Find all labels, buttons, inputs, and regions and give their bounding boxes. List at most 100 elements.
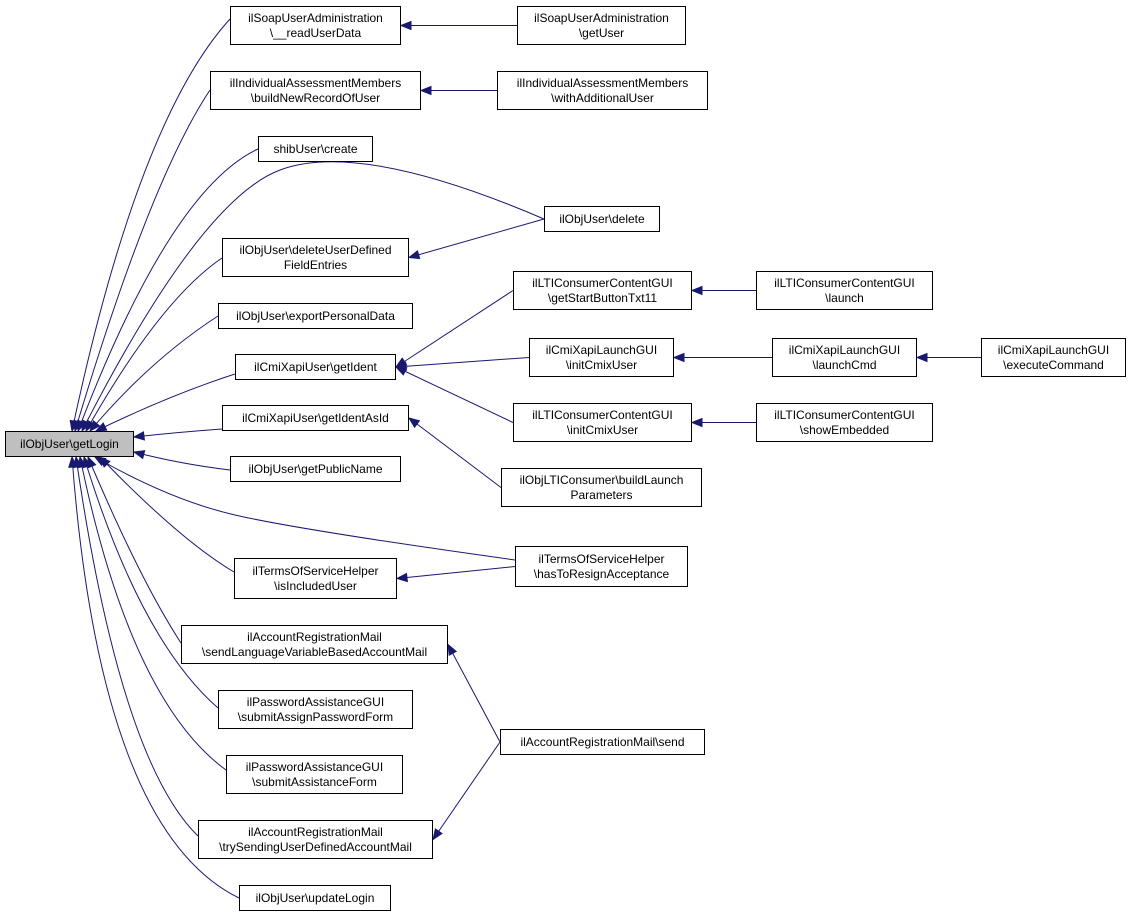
edge-line bbox=[83, 456, 219, 709]
node-label: ilPasswordAssistanceGUI bbox=[245, 759, 384, 774]
node-label: ilObjUser\getPublicName bbox=[248, 461, 383, 476]
call-edge-obj_lti_build-to-cmix_identasid bbox=[407, 417, 502, 488]
arrowhead-icon bbox=[94, 422, 108, 432]
node-obj-public[interactable]: ilObjUser\getPublicName bbox=[230, 456, 401, 482]
call-edge-obj_public-to-root bbox=[132, 450, 231, 471]
node-cmix-identasid[interactable]: ilCmiXapiUser\getIdentAsId bbox=[222, 405, 409, 431]
node-cmix-init[interactable]: ilCmiXapiLaunchGUI\initCmixUser bbox=[529, 338, 674, 377]
call-edge-cmix_init-to-cmix_getident bbox=[394, 357, 530, 372]
node-label: \showEmbedded bbox=[799, 422, 890, 437]
node-obj-update[interactable]: ilObjUser\updateLogin bbox=[239, 885, 391, 911]
arrowhead-icon bbox=[93, 456, 107, 467]
edge-line bbox=[447, 644, 501, 743]
arrowhead-icon bbox=[132, 450, 146, 460]
edge-line bbox=[87, 456, 182, 644]
node-pwd-assist[interactable]: ilPasswordAssistanceGUI\submitAssistance… bbox=[226, 755, 403, 794]
edge-line bbox=[99, 456, 235, 573]
call-edge-lti_show-to-lti_init bbox=[690, 417, 756, 428]
call-edge-arm_lang-to-root bbox=[87, 455, 182, 644]
node-label: \submitAssistanceForm bbox=[252, 774, 377, 789]
edge-line bbox=[95, 373, 236, 432]
arrowhead-icon bbox=[672, 352, 685, 363]
node-label: ilLTIConsumerContentGUI bbox=[774, 275, 915, 290]
node-iam-with[interactable]: ilIndividualAssessmentMembers\withAdditi… bbox=[497, 71, 708, 110]
node-label: \__readUserData bbox=[269, 25, 362, 40]
call-edge-iam_with-to-iam_build bbox=[419, 85, 497, 96]
edge-line bbox=[74, 89, 211, 432]
node-label: \initCmixUser bbox=[565, 357, 638, 372]
edge-line bbox=[71, 456, 240, 899]
node-lti-start[interactable]: ilLTIConsumerContentGUI\getStartButtonTx… bbox=[513, 271, 692, 310]
node-tos-resign[interactable]: ilTermsOfServiceHelper\hasToResignAccept… bbox=[515, 546, 688, 587]
node-cmix-getident[interactable]: ilCmiXapiUser\getIdent bbox=[235, 354, 396, 380]
node-label: ilCmiXapiLaunchGUI bbox=[788, 342, 901, 357]
call-edge-arm_send-to-arm_try bbox=[432, 741, 501, 841]
node-label: \trySendingUserDefinedAccountMail bbox=[219, 839, 412, 854]
node-label: Parameters bbox=[570, 487, 633, 502]
arrowhead-icon bbox=[399, 20, 412, 31]
node-label: \buildNewRecordOfUser bbox=[250, 90, 381, 105]
call-edge-tos_resign-to-root bbox=[93, 456, 516, 561]
node-cmix-exec[interactable]: ilCmiXapiLaunchGUI\executeCommand bbox=[981, 338, 1126, 377]
node-label: shibUser\create bbox=[273, 141, 358, 156]
call-edge-cmix_launchcmd-to-cmix_init bbox=[672, 352, 772, 363]
arrowhead-icon bbox=[407, 417, 421, 429]
node-obj-export[interactable]: ilObjUser\exportPersonalData bbox=[218, 303, 413, 329]
node-label: ilTermsOfServiceHelper bbox=[538, 551, 665, 566]
arrowhead-icon bbox=[419, 85, 432, 96]
node-pwd-assign[interactable]: ilPasswordAssistanceGUI\submitAssignPass… bbox=[218, 690, 413, 729]
call-edge-arm_send-to-arm_lang bbox=[447, 643, 501, 743]
node-root: ilObjUser\getLogin bbox=[5, 431, 134, 457]
node-label: ilLTIConsumerContentGUI bbox=[532, 275, 673, 290]
node-lti-init[interactable]: ilLTIConsumerContentGUI\initCmixUser bbox=[513, 403, 692, 442]
node-label: ilIndividualAssessmentMembers bbox=[516, 75, 689, 90]
node-arm-lang[interactable]: ilAccountRegistrationMail\sendLanguageVa… bbox=[181, 625, 448, 664]
call-edge-lti_start-to-cmix_getident bbox=[394, 290, 514, 368]
call-edge-pwd_assist-to-root bbox=[77, 455, 227, 771]
call-edge-cmix_exec-to-cmix_launchcmd bbox=[915, 352, 981, 363]
node-label: ilObjLTIConsumer\buildLaunch bbox=[519, 472, 684, 487]
node-cmix-launchcmd[interactable]: ilCmiXapiLaunchGUI\launchCmd bbox=[772, 338, 917, 377]
arrowhead-icon bbox=[915, 352, 928, 363]
arrowhead-icon bbox=[85, 419, 96, 433]
node-label: \submitAssignPasswordForm bbox=[237, 709, 394, 724]
edge-line bbox=[408, 218, 545, 258]
node-label: ilLTIConsumerContentGUI bbox=[774, 407, 915, 422]
node-label: \isIncludedUser bbox=[274, 578, 357, 593]
call-edge-obj_delete-to-root bbox=[81, 161, 545, 433]
arrowhead-icon bbox=[394, 366, 408, 376]
node-tos-included[interactable]: ilTermsOfServiceHelper\isIncludedUser bbox=[234, 558, 397, 599]
edge-line bbox=[89, 315, 219, 432]
node-soap-read[interactable]: ilSoapUserAdministration\__readUserData bbox=[230, 6, 401, 45]
node-label: ilAccountRegistrationMail bbox=[247, 629, 382, 644]
node-shib[interactable]: shibUser\create bbox=[258, 136, 373, 162]
call-edge-lti_init-to-cmix_getident bbox=[394, 366, 514, 423]
node-iam-build[interactable]: ilIndividualAssessmentMembers\buildNewRe… bbox=[210, 71, 421, 110]
node-label: \initCmixUser bbox=[566, 422, 639, 437]
node-obj-delete[interactable]: ilObjUser\delete bbox=[544, 206, 660, 232]
edge-line bbox=[71, 18, 231, 432]
node-label: ilObjUser\updateLogin bbox=[255, 890, 375, 905]
node-label: ilCmiXapiUser\getIdent bbox=[254, 359, 377, 374]
call-edge-arm_try-to-root bbox=[72, 455, 199, 837]
node-soap-get[interactable]: ilSoapUserAdministration\getUser bbox=[517, 6, 686, 45]
node-arm-try[interactable]: ilAccountRegistrationMail\trySendingUser… bbox=[198, 820, 433, 859]
edge-line bbox=[395, 290, 514, 368]
node-label: \hasToResignAcceptance bbox=[533, 566, 670, 581]
node-lti-show[interactable]: ilLTIConsumerContentGUI\showEmbedded bbox=[756, 403, 933, 442]
node-label: ilAccountRegistrationMail\send bbox=[520, 734, 685, 749]
node-lti-launch[interactable]: ilLTIConsumerContentGUI\launch bbox=[756, 271, 933, 310]
call-edge-tos_resign-to-tos_included bbox=[395, 566, 516, 583]
edge-line bbox=[77, 148, 259, 432]
edge-line bbox=[94, 456, 516, 561]
call-edge-lti_launch-to-lti_start bbox=[690, 285, 756, 296]
node-label: ilObjUser\deleteUserDefined bbox=[239, 242, 392, 257]
call-edge-cmix_identasid-to-root bbox=[132, 428, 223, 441]
arrowhead-icon bbox=[690, 417, 703, 428]
call-edge-shib-to-root bbox=[77, 148, 259, 433]
edge-line bbox=[432, 741, 501, 840]
node-arm-send[interactable]: ilAccountRegistrationMail\send bbox=[500, 729, 705, 755]
